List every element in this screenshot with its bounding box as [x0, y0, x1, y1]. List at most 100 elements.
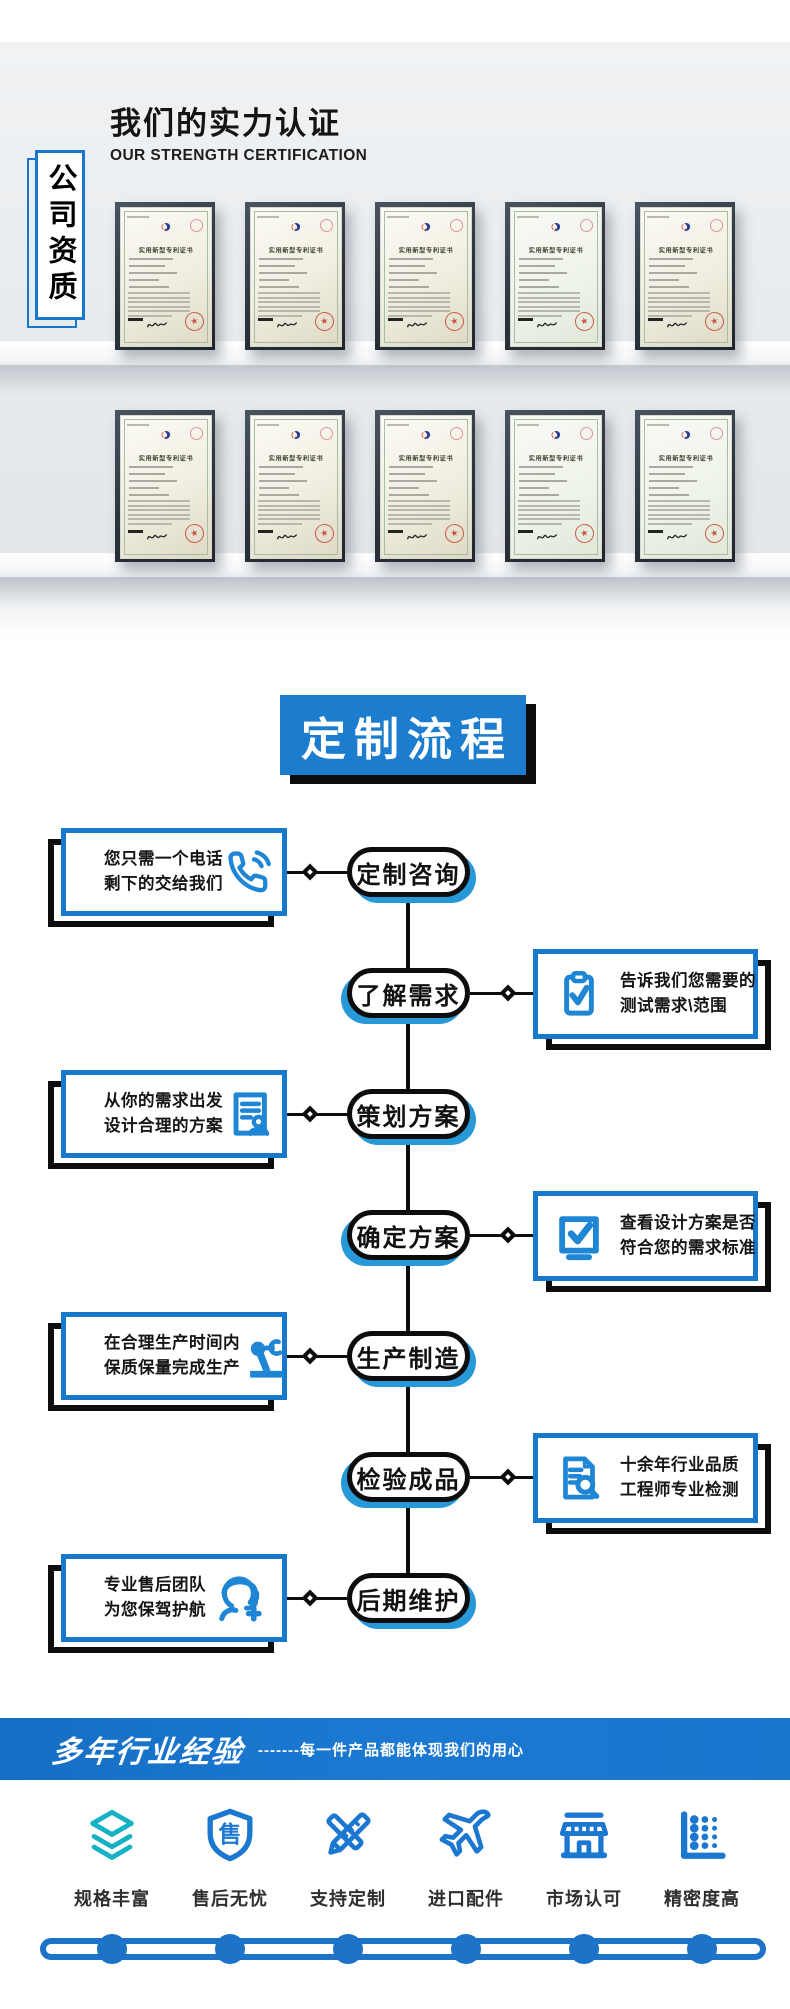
- process-note-box: 专业售后团队 为您保驾护航: [61, 1554, 287, 1642]
- certificate-paper: 实用新型专利证书 ★: [380, 207, 472, 347]
- signature-icon: [666, 316, 688, 334]
- note-line: 为您保驾护航: [104, 1601, 206, 1619]
- note-line: 设计合理的方案: [104, 1117, 223, 1135]
- pink-seal-icon: [450, 427, 463, 440]
- note-line: 保质保量完成生产: [104, 1359, 240, 1377]
- process-step-label: 生产制造: [356, 1345, 461, 1373]
- certificate-frame: 实用新型专利证书 ★: [245, 202, 345, 350]
- connector-diamond-icon: [499, 1468, 517, 1486]
- pink-seal-icon: [710, 219, 723, 232]
- pink-seal-icon: [320, 427, 333, 440]
- certificate-paper: 实用新型专利证书 ★: [250, 415, 342, 559]
- certificate-text-lines: [129, 258, 177, 293]
- certificate-text-lines: [519, 258, 567, 293]
- note-line: 专业售后团队: [104, 1576, 206, 1595]
- pink-seal-icon: [190, 427, 203, 440]
- certificate-text-lines: [389, 258, 437, 293]
- feature-item: 进口配件: [406, 1806, 526, 1911]
- patent-logo-icon: [419, 221, 433, 240]
- certificate-frame: 实用新型专利证书 ★: [635, 410, 735, 562]
- certificate-paragraph: [128, 292, 204, 319]
- signature-icon: [276, 528, 298, 546]
- certificate-frame: 实用新型专利证书 ★: [375, 410, 475, 562]
- process-step-pill: 后期维护: [347, 1573, 470, 1623]
- note-line: 剩下的交给我们: [104, 875, 223, 893]
- certificate-paragraph: [388, 500, 464, 527]
- process-step-pill: 策划方案: [347, 1089, 470, 1139]
- certificate-paper: 实用新型专利证书 ★: [640, 207, 732, 347]
- page-title: 我们的实力认证: [110, 106, 341, 141]
- signature-icon: [406, 528, 428, 546]
- process-note-box: 您只需一个电话 剩下的交给我们: [61, 828, 287, 916]
- note-line: 从你的需求出发: [104, 1092, 223, 1111]
- certificate-paper: 实用新型专利证书 ★: [120, 207, 212, 347]
- patent-logo-icon: [159, 429, 173, 448]
- layers-icon: [83, 1806, 141, 1869]
- certificate-title: 实用新型专利证书: [268, 247, 324, 255]
- certificate-paper: 实用新型专利证书 ★: [510, 415, 602, 559]
- feature-label: 市场认可: [546, 1889, 622, 1909]
- progress-dot: [97, 1934, 127, 1964]
- process-step-pill: 了解需求: [347, 968, 470, 1018]
- feature-label: 支持定制: [310, 1889, 386, 1909]
- process-step-pill: 定制咨询: [347, 847, 470, 897]
- process-step-label: 确定方案: [356, 1224, 461, 1252]
- page-subtitle: OUR STRENGTH CERTIFICATION: [110, 147, 368, 164]
- note-line: 十余年行业品质: [620, 1456, 739, 1475]
- svg-text:售: 售: [219, 1821, 242, 1848]
- process-step-pill: 确定方案: [347, 1210, 470, 1260]
- progress-dot: [687, 1934, 717, 1964]
- certificate-paper: 实用新型专利证书 ★: [250, 207, 342, 347]
- patent-logo-icon: [289, 429, 303, 448]
- note-line: 告诉我们您需要的: [620, 972, 756, 991]
- signature-icon: [536, 316, 558, 334]
- footer-bar: 多年行业经验 -------每一件产品都能体现我们的用心: [0, 1718, 790, 1780]
- certificate-paragraph: [388, 292, 464, 319]
- feature-label: 规格丰富: [74, 1889, 150, 1909]
- patent-logo-icon: [419, 429, 433, 448]
- process-step-label: 了解需求: [356, 982, 461, 1010]
- signature-icon: [146, 316, 168, 334]
- pink-seal-icon: [190, 219, 203, 232]
- process-note-box: 告诉我们您需要的 测试需求\范围: [533, 949, 758, 1039]
- feature-item: 规格丰富: [52, 1806, 172, 1911]
- tools-icon: [319, 1806, 377, 1869]
- certificate-paragraph: [518, 500, 594, 527]
- connector-diamond-icon: [301, 1105, 319, 1123]
- patent-logo-icon: [679, 429, 693, 448]
- phone-icon: [223, 846, 275, 898]
- connector-diamond-icon: [301, 1589, 319, 1607]
- process-note-box: 十余年行业品质 工程师专业检测: [533, 1433, 758, 1523]
- note-line: 符合您的需求标准: [620, 1239, 756, 1257]
- certificate-title: 实用新型专利证书: [398, 247, 454, 255]
- dot-chart-icon: [673, 1806, 731, 1869]
- pink-seal-icon: [320, 219, 333, 232]
- feature-item: 市场认可: [524, 1806, 644, 1911]
- certificate-text-lines: [129, 466, 177, 501]
- process-step-label: 策划方案: [356, 1103, 461, 1131]
- certificate-frame: 实用新型专利证书 ★: [505, 202, 605, 350]
- side-label-text: 公司资质: [35, 150, 85, 320]
- document-user-icon: [223, 1087, 277, 1141]
- certificate-paper: 实用新型专利证书 ★: [510, 207, 602, 347]
- side-label-badge: 公司资质: [27, 150, 85, 328]
- certificate-paragraph: [648, 500, 724, 527]
- signature-icon: [146, 528, 168, 546]
- certificate-title: 实用新型专利证书: [658, 455, 714, 463]
- note-line: 您只需一个电话: [104, 850, 223, 869]
- feature-item: 精密度高: [642, 1806, 762, 1911]
- patent-logo-icon: [549, 221, 563, 240]
- progress-dot: [215, 1934, 245, 1964]
- feature-label: 售后无忧: [192, 1889, 268, 1909]
- connector-diamond-icon: [499, 1226, 517, 1244]
- certificate-paragraph: [648, 292, 724, 319]
- headset-person-icon: [212, 1570, 268, 1626]
- patent-logo-icon: [549, 429, 563, 448]
- certificate-paragraph: [258, 500, 334, 527]
- signature-icon: [536, 528, 558, 546]
- shield-sale-icon: 售: [201, 1806, 259, 1869]
- pink-seal-icon: [580, 427, 593, 440]
- clipboard-check-icon: [552, 967, 606, 1021]
- certificate-title: 实用新型专利证书: [268, 455, 324, 463]
